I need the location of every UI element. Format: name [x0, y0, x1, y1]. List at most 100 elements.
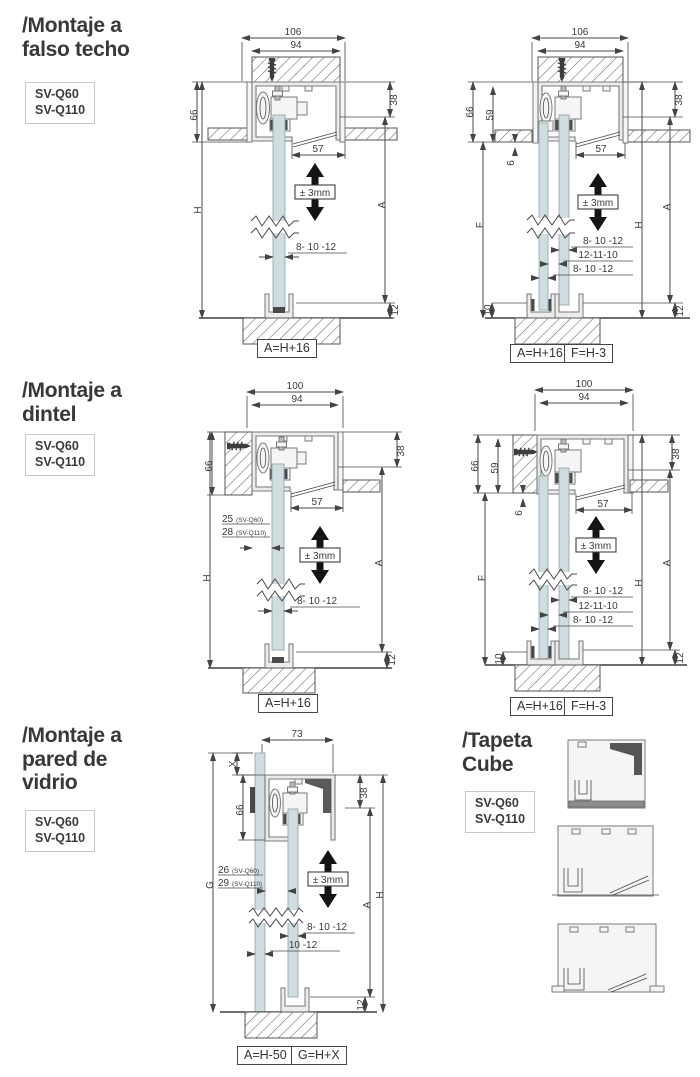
break-marks [527, 568, 583, 591]
svg-text:± 3mm: ± 3mm [313, 875, 344, 886]
model-box-dintel: SV-Q60 SV-Q110 [25, 434, 96, 476]
dim-66: 66 [470, 434, 513, 494]
lintel-right-hatch [342, 479, 381, 493]
dim-glass-1: 8- 10 -12 [551, 586, 633, 603]
section-title-tapeta-cube: /Tapeta Cube [462, 729, 532, 776]
svg-text:12: 12 [356, 999, 367, 1011]
svg-text:G: G [205, 881, 216, 889]
svg-text:100: 100 [576, 379, 593, 390]
svg-text:94: 94 [574, 40, 586, 51]
diagonal-trim [609, 875, 650, 896]
tolerance-symbol: ± 3mm [575, 516, 617, 574]
dim-glass-2: 8- 10 -12 [531, 615, 633, 632]
ceiling-hatch [251, 56, 341, 83]
diagram-dintel-single: 100 94 25 (SV-Q60) 28 (SV-Q110) ± 3mm [202, 381, 407, 694]
svg-text:29: 29 [218, 878, 230, 889]
svg-text:66: 66 [189, 109, 200, 121]
tolerance-symbol: ± 3mm [307, 850, 349, 908]
svg-text:H: H [193, 206, 204, 213]
arrow-down-icon [306, 197, 324, 221]
dim-H: H [202, 431, 213, 669]
dim-F: F [477, 492, 488, 666]
svg-text:38: 38 [671, 448, 682, 460]
break-marks [247, 907, 309, 928]
flange-left [551, 985, 565, 993]
svg-text:12-11-10: 12-11-10 [578, 601, 618, 612]
dim-12: 12 [356, 996, 368, 1013]
svg-text:H: H [202, 574, 213, 581]
model-label: SV-Q60 [35, 815, 79, 829]
arrow-up-icon [311, 526, 329, 550]
svg-text:8- 10 -12: 8- 10 -12 [297, 596, 337, 607]
svg-text:66: 66 [235, 804, 246, 816]
svg-text:66: 66 [470, 460, 481, 472]
dim-glass-1: 8- 10 -12 [551, 236, 633, 253]
section-title-pared-vidrio: /Montaje a pared de vidrio [22, 724, 122, 795]
svg-text:59: 59 [485, 109, 496, 121]
ceiling-hatch [537, 56, 624, 83]
svg-text:38: 38 [359, 787, 370, 799]
arrow-up-icon [587, 516, 605, 540]
formula-box: F=H-3 [564, 344, 614, 363]
arrow-up-icon [306, 163, 324, 187]
bottom-foot [563, 868, 583, 893]
wall-hatch [512, 434, 538, 494]
dim-94: 94 [539, 392, 629, 406]
dim-12: 12 [375, 302, 401, 319]
angled-trim [575, 131, 621, 148]
lintel-right-hatch [629, 479, 669, 493]
model-label: SV-Q110 [35, 831, 86, 846]
section-title-falso-techo: /Montaje a falso techo [22, 14, 130, 61]
dim-106: 106 [531, 27, 629, 81]
dim-94: 94 [251, 394, 339, 408]
break-marks [525, 214, 581, 239]
dim-A: A [296, 466, 392, 653]
svg-text:25: 25 [222, 514, 234, 525]
arrow-down-icon [587, 550, 605, 574]
dim-glass-sliding: 8- 10 -12 [280, 922, 355, 939]
formula-box: G=H+X [291, 1046, 347, 1065]
dim-gap: 12-11-10 [540, 601, 633, 618]
corner-bracket [610, 743, 642, 775]
svg-text:106: 106 [285, 27, 302, 38]
model-label: SV-Q60 [35, 87, 79, 101]
dim-57: 57 [291, 141, 346, 159]
svg-text:12: 12 [387, 654, 398, 666]
dim-12: 12 [375, 651, 398, 669]
model-label: SV-Q60 [475, 796, 519, 810]
svg-text:F: F [477, 575, 488, 581]
model-label: SV-Q110 [35, 455, 86, 470]
formula-box: A=H+16 [510, 697, 570, 716]
bottom-foot [563, 968, 585, 991]
dim-59: 59 [490, 438, 501, 494]
arrow-down-icon [311, 560, 329, 584]
dim-glass-2: 8- 10 -12 [531, 264, 633, 281]
dim-H: H [375, 774, 386, 1013]
dim-94: 94 [537, 40, 624, 54]
corner-bracket [305, 779, 331, 813]
svg-text:57: 57 [312, 144, 324, 155]
glass-panel [271, 463, 285, 651]
svg-text:28: 28 [222, 527, 234, 538]
tolerance-symbol: ± 3mm [299, 526, 341, 584]
svg-text:59: 59 [490, 462, 501, 474]
formula-box: F=H-3 [564, 697, 614, 716]
dim-106: 106 [241, 27, 346, 81]
dim-100: 100 [246, 381, 344, 428]
diagram-pared-vidrio: 73 X 66 38 G 26 (SV-Q60) 29 [205, 729, 388, 1039]
svg-text:A: A [362, 901, 373, 908]
svg-text:± 3mm: ± 3mm [300, 188, 331, 199]
dim-38: 38 [623, 81, 685, 118]
svg-text:100: 100 [287, 381, 304, 392]
svg-text:57: 57 [595, 144, 607, 155]
svg-text:26: 26 [218, 865, 230, 876]
svg-text:8- 10 -12: 8- 10 -12 [573, 264, 613, 275]
false-ceiling-left-hatch [494, 129, 533, 143]
false-ceiling-left-hatch [207, 127, 248, 141]
angled-trim [290, 481, 336, 498]
dim-12: 12 [672, 649, 686, 666]
wall-clamp [250, 787, 255, 813]
dim-10: 10 [494, 651, 529, 666]
formula-box: A=H+16 [258, 694, 318, 713]
svg-text:57: 57 [311, 497, 323, 508]
